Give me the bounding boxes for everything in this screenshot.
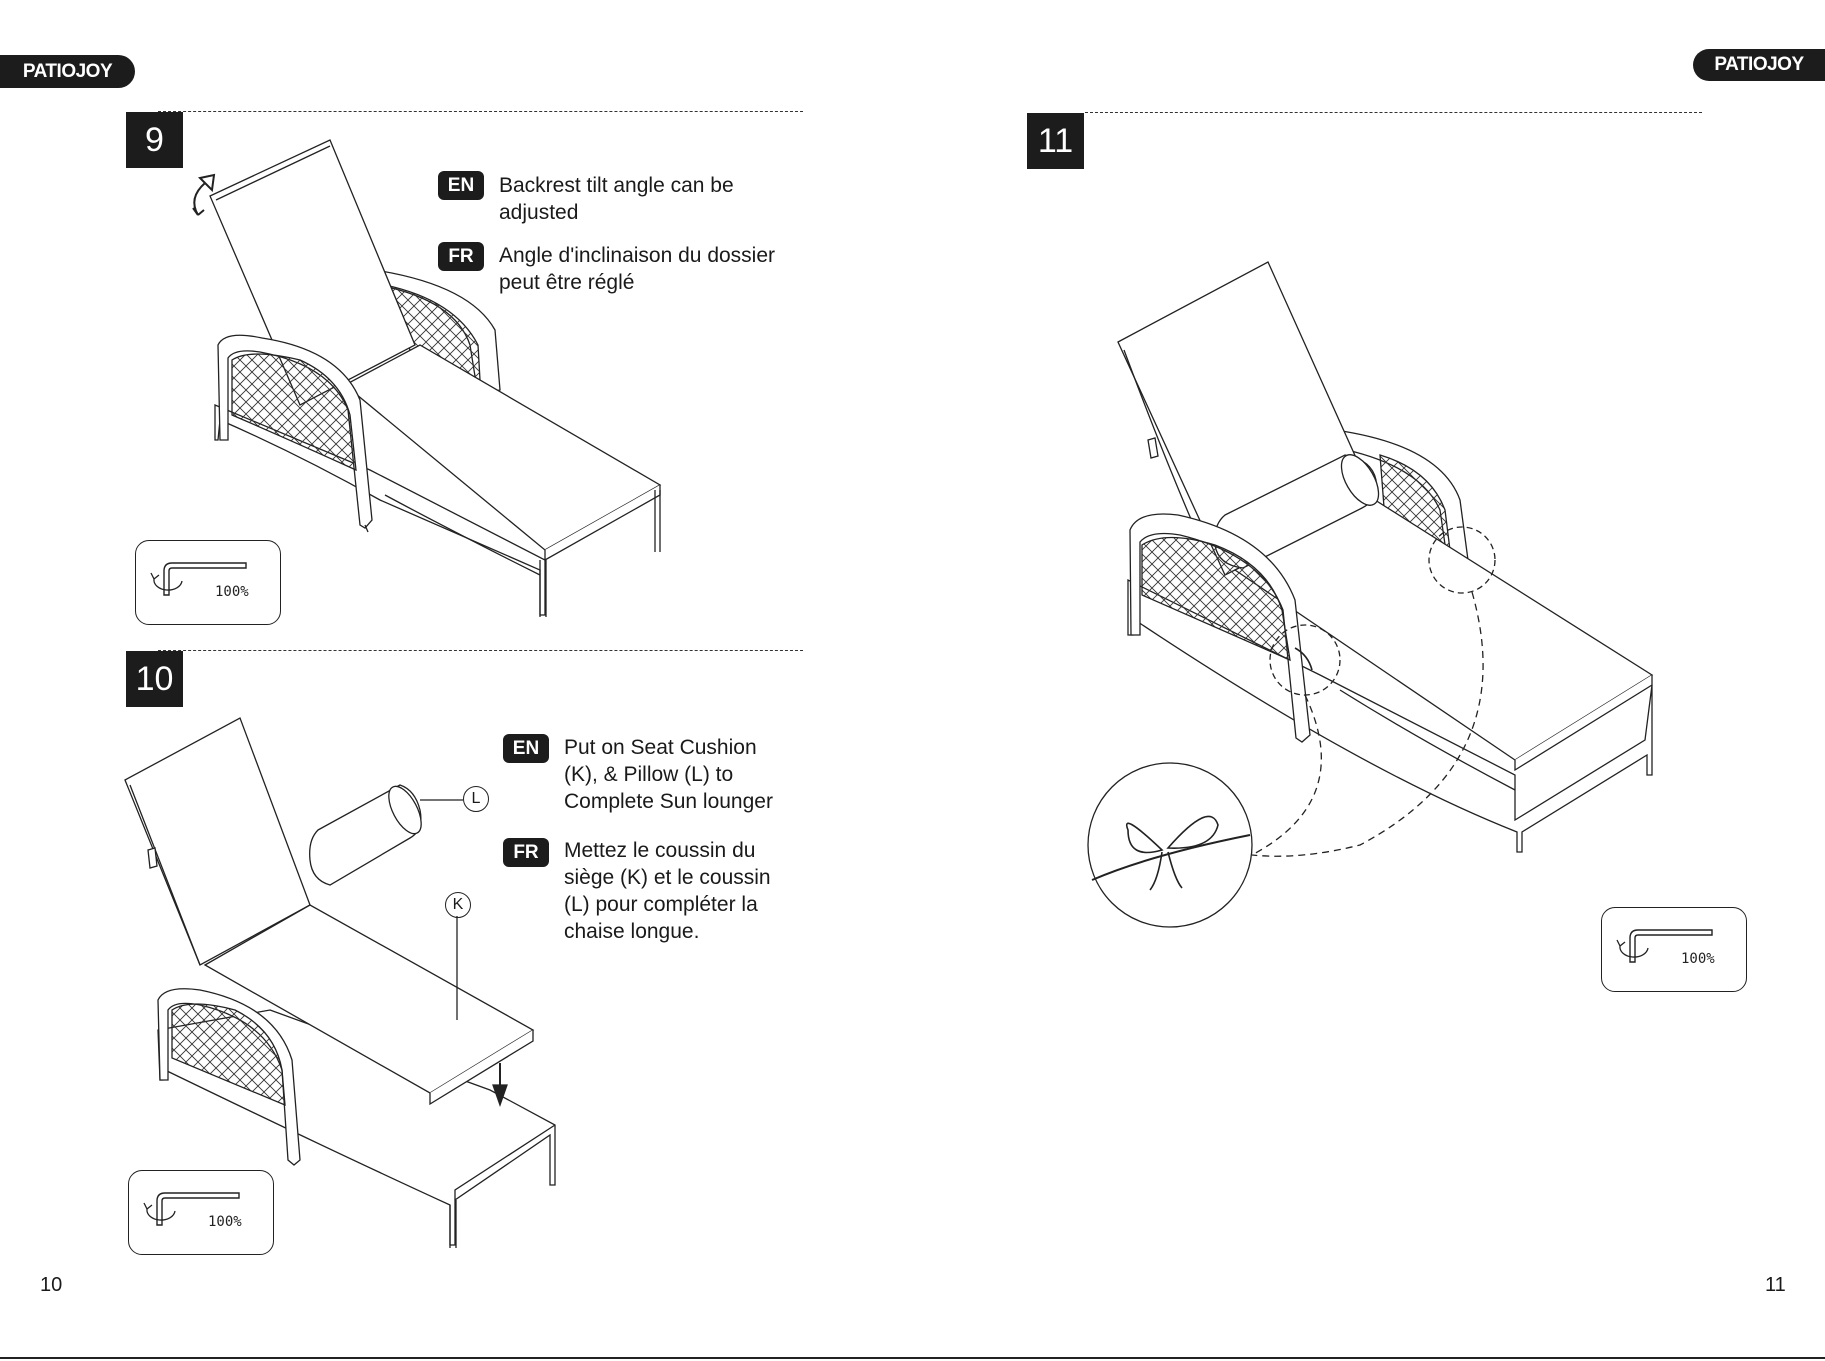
step-10-lounger-illustration (125, 718, 555, 1248)
page-number-right: 11 (1765, 1274, 1786, 1297)
step-11-lounger-illustration (1088, 262, 1652, 927)
bottom-border (0, 1357, 1825, 1359)
page-number-left: 10 (40, 1274, 62, 1297)
step-9-lounger-illustration (193, 140, 660, 617)
